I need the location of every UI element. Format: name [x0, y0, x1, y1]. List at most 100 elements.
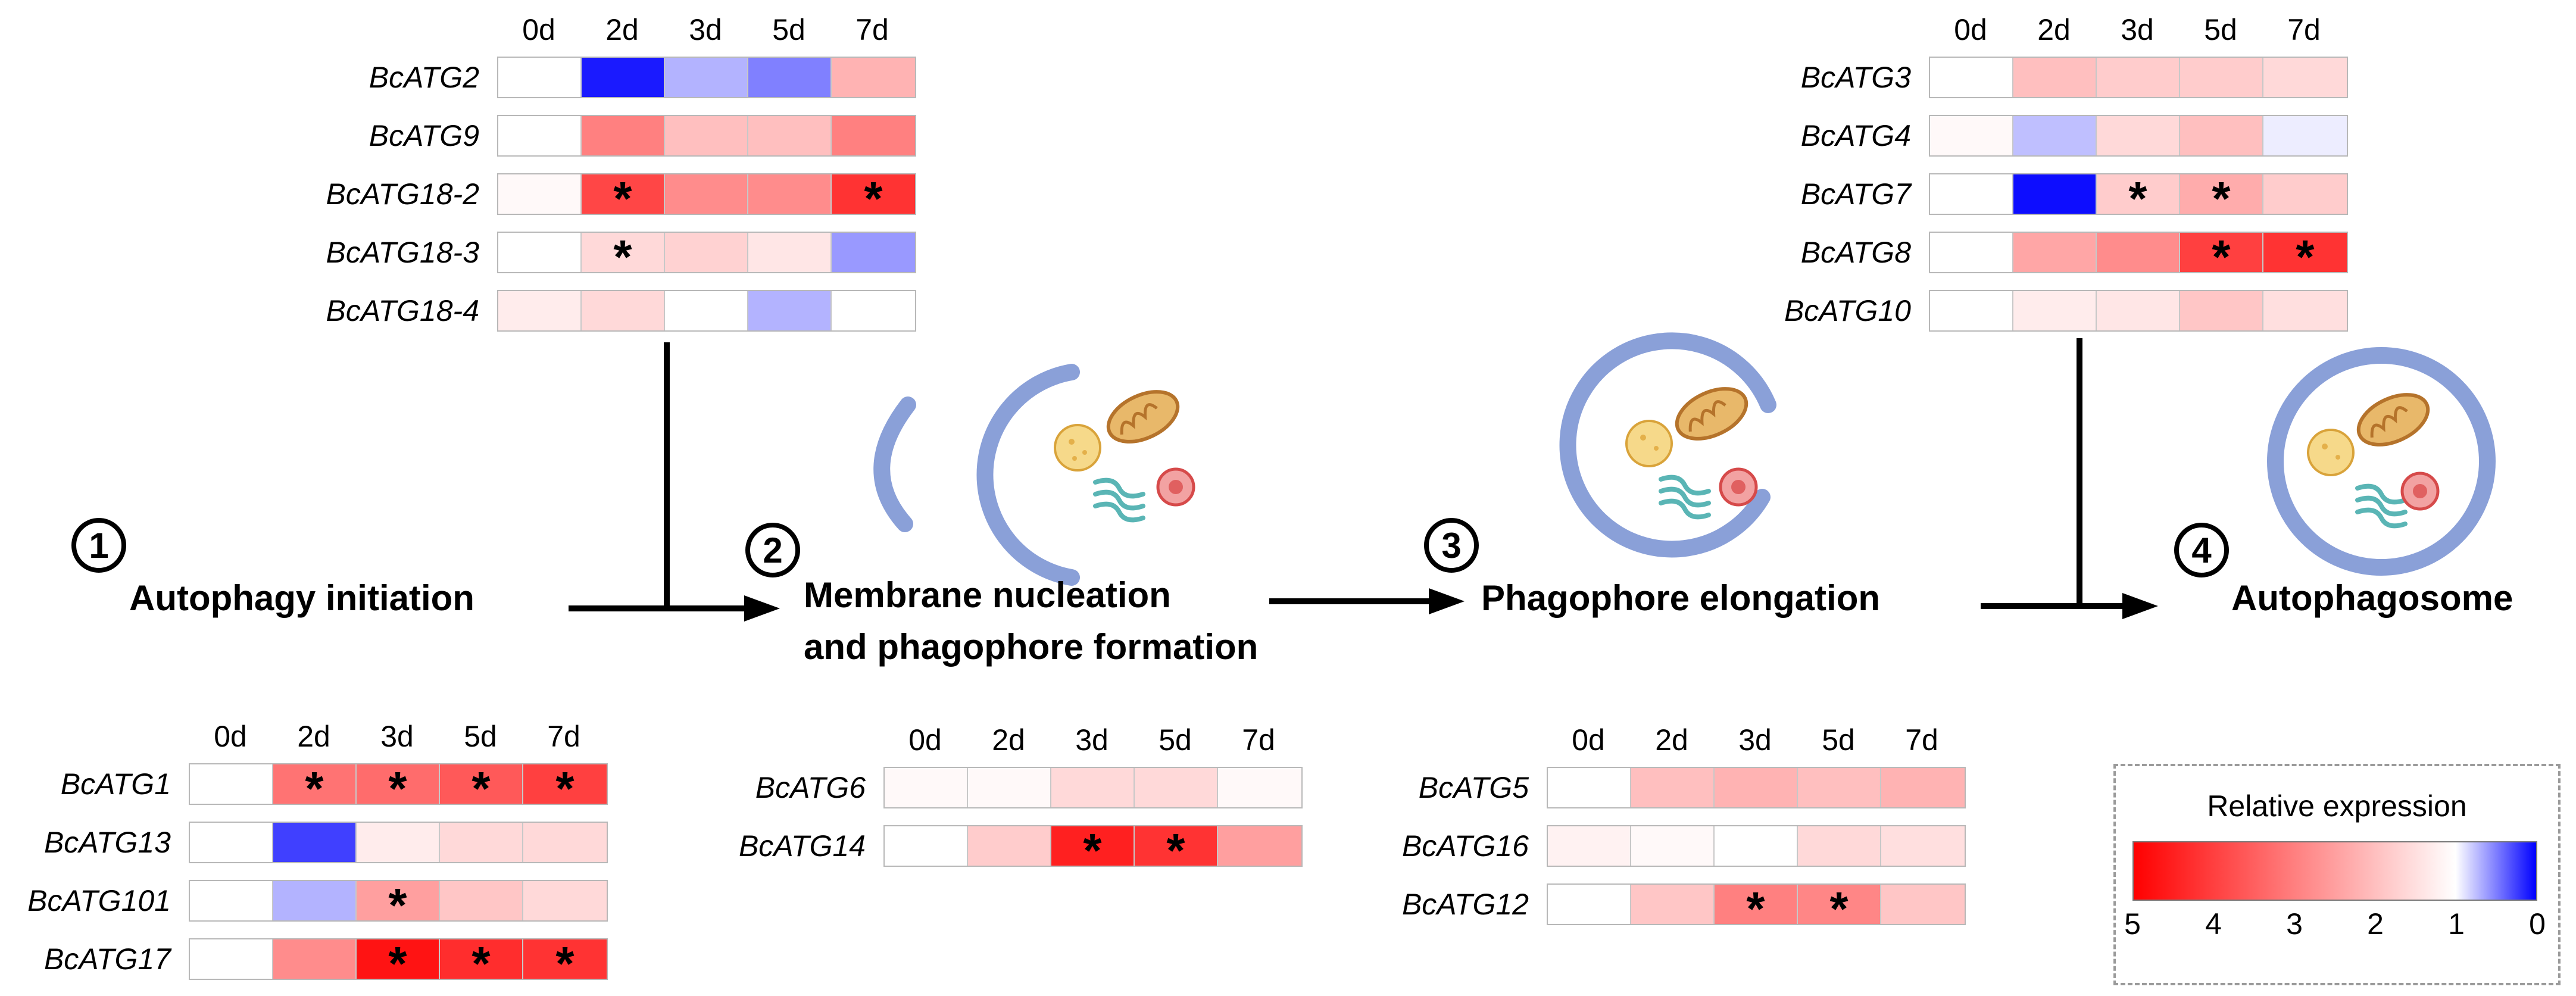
legend-tick-label: 2 — [2367, 907, 2384, 941]
significance-marker: * — [388, 762, 407, 815]
heatmap-cells — [1929, 115, 2348, 157]
heatmap-cell — [748, 174, 832, 214]
er-icon-3 — [2355, 483, 2408, 529]
heatmap-cells — [497, 290, 916, 332]
heatmap-cell: * — [357, 939, 440, 988]
significance-marker: * — [613, 172, 632, 225]
heatmap-cell — [2097, 291, 2180, 330]
day-label: 7d — [2287, 13, 2321, 46]
gene-label: BcATG9 — [369, 119, 479, 152]
heatmap-cell — [1548, 768, 1631, 807]
gene-label: BcATG3 — [1800, 61, 1911, 94]
vesicle-icon — [1054, 424, 1101, 472]
heatmap-cell — [665, 116, 748, 155]
heatmap-cell: * — [1798, 885, 1881, 933]
day-label: 5d — [772, 13, 805, 46]
heatmap-cell — [748, 116, 832, 155]
heatmap-cell — [1631, 885, 1715, 924]
gene-label: BcATG2 — [369, 61, 479, 94]
day-label: 2d — [992, 723, 1025, 757]
heatmap-cells — [1547, 767, 1966, 808]
heatmap-cell: * — [832, 174, 915, 223]
day-label: 5d — [1822, 723, 1855, 757]
heatmap-cell: * — [1135, 826, 1218, 875]
heatmap-cell — [523, 823, 607, 862]
heatmap-cell: * — [2263, 233, 2347, 281]
significance-marker: * — [2296, 230, 2315, 283]
autophagosome-membrane — [2267, 347, 2496, 576]
heatmap-cell — [1548, 885, 1631, 924]
heatmap-cell — [2180, 58, 2263, 97]
significance-marker: * — [555, 937, 574, 990]
heatmap-cell — [2013, 233, 2097, 272]
mitochondrion-icon — [1106, 390, 1180, 444]
day-label: 5d — [1159, 723, 1192, 757]
heatmap-cell — [665, 233, 748, 272]
heatmap-cell — [1930, 233, 2013, 272]
gene-label: BcATG17 — [43, 942, 171, 976]
gene-label: BcATG18-4 — [326, 294, 480, 327]
organelle-icon-2 — [1719, 467, 1758, 507]
legend-tick-label: 3 — [2286, 907, 2303, 941]
significance-marker: * — [388, 879, 407, 932]
heatmap-cell — [1135, 768, 1218, 807]
phagophore-arc-left — [873, 396, 916, 532]
day-label: 0d — [908, 723, 942, 757]
phagophore-arc-right — [976, 364, 1080, 586]
stage-2-label-line2: and phagophore formation — [804, 627, 1259, 667]
gene-label: BcATG5 — [1418, 771, 1529, 804]
heatmap-cell: * — [582, 174, 665, 223]
heatmap-cell — [968, 826, 1051, 866]
vesicle-icon-3 — [2307, 429, 2355, 476]
mitochondrion-icon-3 — [2356, 393, 2430, 447]
significance-marker: * — [864, 172, 883, 225]
er-icon-2 — [1659, 474, 1711, 520]
significance-marker: * — [388, 937, 407, 990]
heatmap-cell: * — [1715, 885, 1798, 933]
gene-label: BcATG16 — [1401, 829, 1529, 863]
significance-marker: * — [472, 762, 491, 815]
significance-marker: * — [613, 230, 632, 283]
heatmap-cell — [498, 58, 582, 97]
gene-label: BcATG6 — [755, 771, 866, 804]
heatmap-cells — [1929, 57, 2348, 98]
heatmap-cell — [968, 768, 1051, 807]
stage-3-label: Phagophore elongation — [1481, 578, 1880, 618]
heatmap-cell — [440, 881, 523, 920]
stage-4-label: Autophagosome — [2231, 578, 2513, 618]
gene-label: BcATG101 — [27, 884, 171, 917]
heatmap-cell — [190, 764, 273, 804]
heatmap-cell — [1930, 116, 2013, 155]
legend-tick-label: 1 — [2448, 907, 2465, 941]
heatmap-cells: ** — [883, 825, 1303, 875]
heatmap-cell — [1715, 768, 1798, 807]
heatmap-cell — [2263, 174, 2347, 214]
heatmap-cell — [2180, 116, 2263, 155]
heatmap-cell — [748, 58, 832, 97]
day-label: 7d — [855, 13, 889, 46]
stage-1-label: Autophagy initiation — [129, 578, 474, 618]
day-label: 2d — [297, 720, 330, 753]
day-label: 0d — [214, 720, 247, 753]
heatmap-cell — [2263, 58, 2347, 97]
heatmap-cell — [2263, 116, 2347, 155]
day-label: 0d — [1954, 13, 1987, 46]
heatmap-cells: ** — [1929, 173, 2348, 223]
heatmap-cell: * — [1051, 826, 1135, 875]
heatmap-cell — [2013, 116, 2097, 155]
heatmap-cell: * — [357, 881, 440, 929]
heatmap-cell — [1930, 174, 2013, 214]
arrowhead-3 — [2122, 593, 2158, 619]
heatmap-cell: * — [582, 233, 665, 281]
heatmap-cell — [832, 116, 915, 155]
day-label: 2d — [605, 13, 639, 46]
heatmap-cells — [497, 115, 916, 157]
heatmap-cell — [665, 58, 748, 97]
heatmap-cell — [1218, 826, 1301, 866]
stage-2-label: Membrane nucleation and phagophore forma… — [804, 575, 1258, 667]
heatmap-cell — [2097, 116, 2180, 155]
gene-label: BcATG18-3 — [326, 236, 480, 269]
heatmap-cell: * — [523, 939, 607, 988]
